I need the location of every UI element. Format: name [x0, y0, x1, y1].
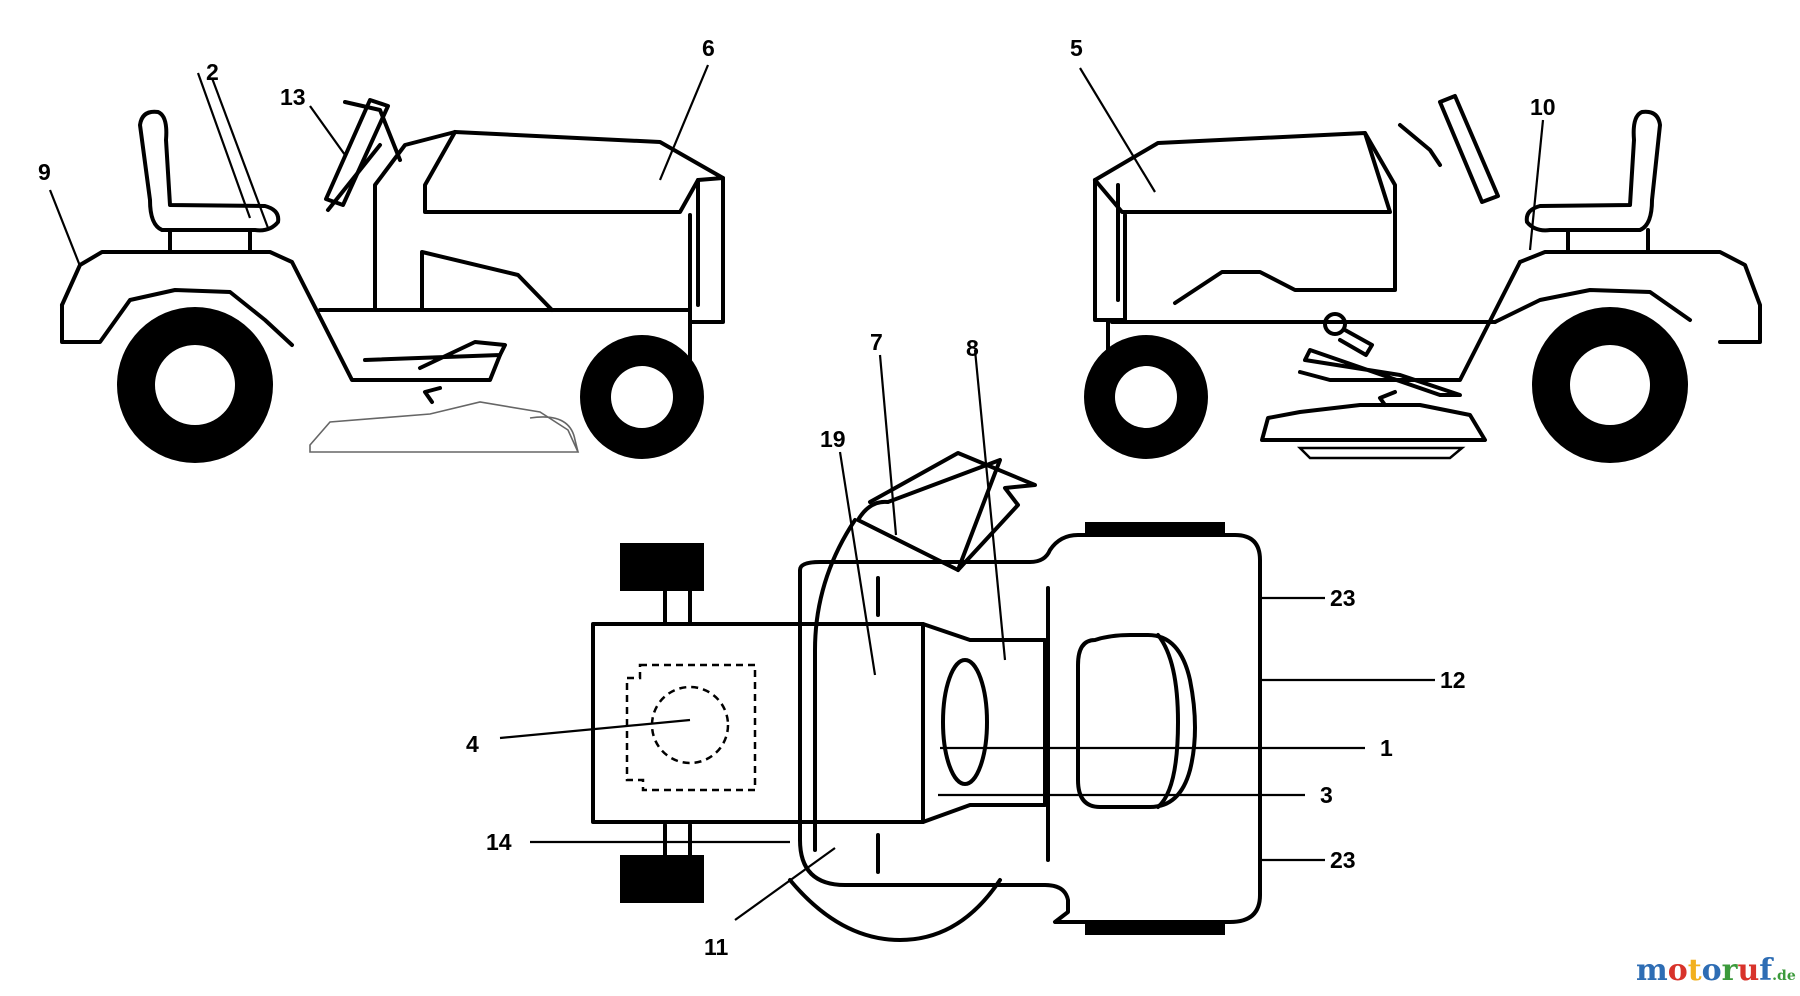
callout-10: 10 — [1530, 94, 1556, 120]
leader-lines — [48, 64, 1545, 921]
callout-23-top: 23 — [1330, 585, 1356, 611]
tractor-left-side-view — [60, 98, 725, 463]
tractor-top-view — [591, 451, 1262, 942]
callout-8: 8 — [966, 335, 979, 361]
svg-text:motoruf.de: motoruf.de — [1636, 953, 1796, 988]
callout-6: 6 — [702, 35, 715, 61]
callout-12: 12 — [1440, 667, 1466, 693]
watermark-logo: motoruf.de — [1636, 953, 1796, 988]
callout-11: 11 — [704, 934, 729, 960]
callout-4: 4 — [466, 731, 479, 757]
callout-1: 1 — [1380, 735, 1393, 761]
callout-5: 5 — [1070, 35, 1083, 61]
callout-9: 9 — [38, 159, 51, 185]
callout-13: 13 — [280, 84, 306, 110]
callout-7: 7 — [870, 329, 883, 355]
callout-14: 14 — [486, 829, 512, 855]
callout-23-bottom: 23 — [1330, 847, 1356, 873]
tractor-right-side-view — [1084, 94, 1762, 463]
callout-2: 2 — [206, 59, 219, 85]
callout-3: 3 — [1320, 782, 1333, 808]
callout-labels: 1 2 3 4 5 6 7 8 9 10 11 12 13 14 19 23 2… — [38, 35, 1556, 960]
callout-19: 19 — [820, 426, 846, 452]
